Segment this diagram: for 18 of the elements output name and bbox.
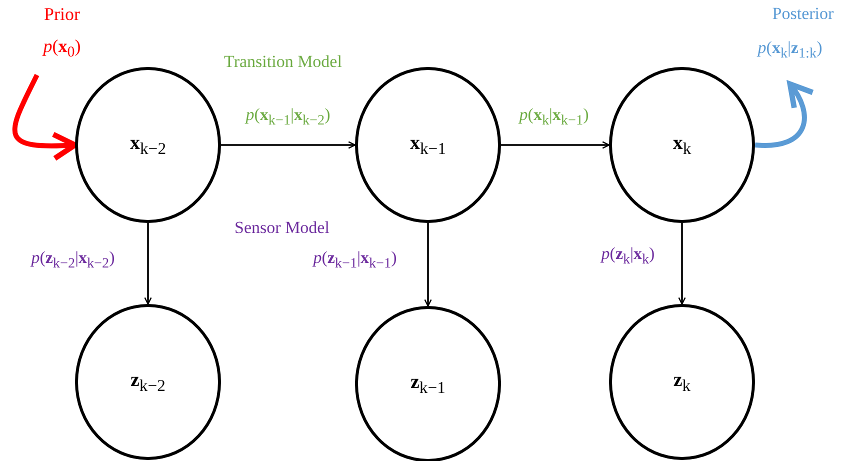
caption-label: Prior <box>44 4 80 25</box>
caption-label: Sensor Model <box>234 218 330 238</box>
arrow <box>754 81 815 148</box>
caption-label: Transition Model <box>224 52 342 72</box>
caption-label: Posterior <box>772 4 834 24</box>
variable-label: z$_{k−2}$ <box>130 368 166 396</box>
arrow <box>678 223 686 305</box>
variable-label: z$_{k}$ <box>673 368 691 396</box>
arrow <box>501 141 610 149</box>
formula-label: p(x$_{0}$) <box>43 36 81 62</box>
arrow <box>221 141 356 149</box>
arrow <box>424 223 432 307</box>
arrow <box>144 223 152 305</box>
variable-label: z$_{k−1}$ <box>410 370 446 398</box>
variable-label: x$_{k}$ <box>672 132 692 158</box>
variable-label: x$_{k−2}$ <box>130 132 166 158</box>
variable-label: x$_{k−1}$ <box>410 132 446 158</box>
formula-label: p(x$_{k}$|z$_{1:k}$) <box>758 38 822 62</box>
